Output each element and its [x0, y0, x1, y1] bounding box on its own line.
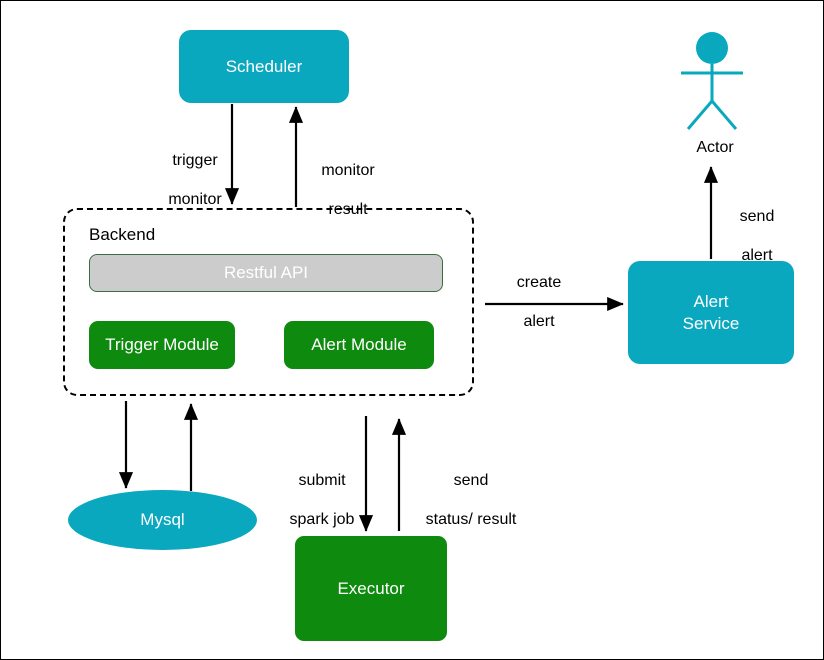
node-restful-api-label: Restful API — [223, 263, 309, 282]
node-executor-label: Executor — [337, 578, 405, 598]
edge-label-create-alert-line2: alert — [523, 312, 555, 330]
node-alert-module[interactable]: Alert Module — [284, 321, 434, 369]
node-trigger-module[interactable]: Trigger Module — [89, 321, 235, 369]
node-scheduler[interactable]: Scheduler — [179, 30, 349, 103]
edge-label-send-alert: send alert — [714, 187, 800, 265]
node-scheduler-label: Scheduler — [225, 56, 303, 76]
edge-label-submit-spark-job-line2: spark job — [289, 510, 355, 528]
edge-label-send-alert-line1: send — [739, 207, 775, 225]
edge-label-submit-spark-job: submit spark job — [270, 451, 374, 529]
edge-label-monitor-result-line2: result — [328, 200, 368, 218]
node-actor-label: Actor — [696, 139, 734, 156]
group-backend-label: Backend — [89, 225, 156, 244]
edge-label-monitor-result: monitor result — [293, 141, 403, 219]
node-trigger-module-label: Trigger Module — [105, 335, 219, 355]
node-mysql-label: Mysql — [140, 510, 185, 530]
edge-label-create-alert-line1: create — [516, 273, 562, 291]
edge-label-send-status-result-line1: send — [453, 471, 489, 489]
node-mysql[interactable]: Mysql — [68, 490, 257, 550]
edge-label-trigger-monitor: trigger monitor — [141, 131, 249, 209]
edge-label-send-status-result: send status/ result — [401, 451, 541, 529]
node-alert-module-label: Alert Module — [311, 335, 407, 355]
edge-label-trigger-monitor-line1: trigger — [172, 151, 218, 169]
edge-label-send-status-result-line2: status/ result — [425, 510, 517, 528]
edge-label-create-alert: create alert — [486, 253, 592, 331]
node-executor[interactable]: Executor — [295, 536, 447, 641]
node-alert-service-label-line2: Service — [682, 313, 740, 333]
group-backend[interactable] — [63, 208, 474, 396]
edge-label-trigger-monitor-line2: monitor — [168, 190, 222, 208]
edge-label-send-alert-line2: alert — [741, 246, 773, 264]
edge-label-monitor-result-line1: monitor — [321, 161, 375, 179]
node-restful-api[interactable]: Restful API — [89, 254, 443, 292]
actor-icon — [681, 32, 743, 130]
node-alert-service[interactable]: Alert Service — [628, 261, 794, 364]
node-alert-service-label-line1: Alert — [693, 291, 729, 311]
edge-label-submit-spark-job-line1: submit — [298, 471, 346, 489]
